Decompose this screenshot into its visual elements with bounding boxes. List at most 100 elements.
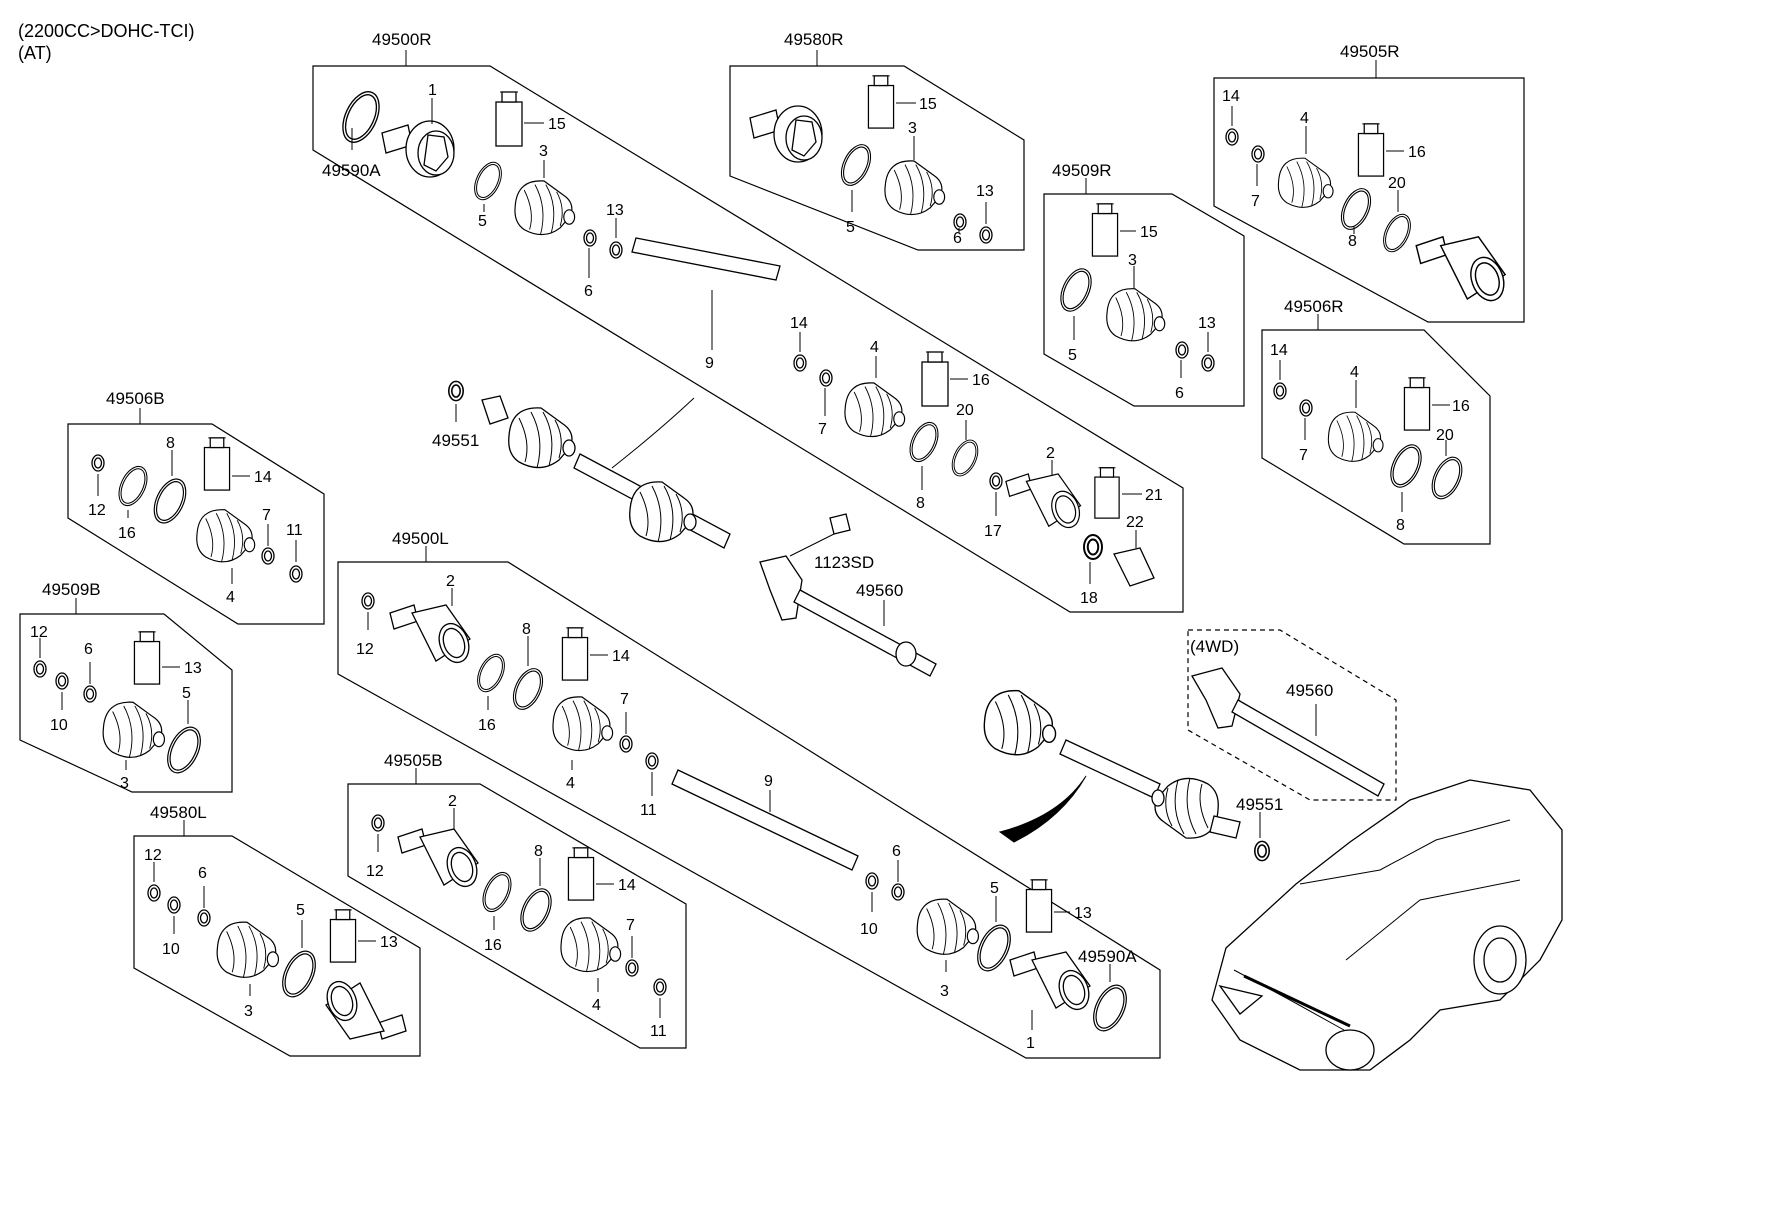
kit-49580L-frame xyxy=(133,835,421,1057)
callout-14c: 14 xyxy=(1222,88,1240,105)
grease-tube-icon xyxy=(1357,123,1385,177)
cv-boot-icon xyxy=(916,898,980,956)
grease-tube-icon xyxy=(1403,377,1431,431)
label-49580R: 49580R xyxy=(784,30,844,49)
boot-band-icon xyxy=(514,884,558,936)
clamp-ring-icon xyxy=(891,883,905,901)
snap-ring-icon xyxy=(948,436,982,480)
kit-49506R: 49506R 14 7 4 16 8 20 xyxy=(1261,297,1491,545)
clamp-ring-icon xyxy=(819,369,833,387)
boot-clamp-icon xyxy=(160,722,208,778)
kit-49509R-frame xyxy=(1043,193,1245,407)
callout-12j: 12 xyxy=(366,863,384,880)
label-49560-center: 49560 xyxy=(856,581,903,600)
label-49509B: 49509B xyxy=(42,580,101,599)
clamp-ring-icon xyxy=(55,672,69,690)
kit-49505R-frame xyxy=(1213,77,1525,323)
kit-49500R-frame xyxy=(312,65,1184,613)
label-49590A-lower: 49590A xyxy=(1078,947,1137,966)
kit-49500R: 49500R 49590A 1 15 5 3 6 13 9 14 7 4 xyxy=(312,30,1184,613)
grease-tube-icon xyxy=(1094,467,1120,519)
callout-17: 17 xyxy=(984,523,1002,540)
callout-12h: 12 xyxy=(144,847,162,864)
clamp-ring-icon xyxy=(625,959,639,977)
cv-boot-icon xyxy=(216,921,280,979)
callout-20: 20 xyxy=(956,402,974,419)
kit-49505B: 49505B 12 2 16 8 14 4 7 11 xyxy=(347,751,687,1049)
clamp-ring-icon xyxy=(953,213,967,231)
callout-3b: 3 xyxy=(908,120,917,137)
kit-49505R: 49505R 14 7 4 16 8 20 xyxy=(1213,42,1525,323)
kit-49509B-frame xyxy=(19,613,233,793)
callout-16i: 16 xyxy=(478,717,496,734)
callout-13: 13 xyxy=(606,202,624,219)
grease-tube-icon xyxy=(867,75,895,129)
callout-6h: 6 xyxy=(198,865,207,882)
callout-4e: 4 xyxy=(1350,364,1359,381)
label-1123SD: 1123SD xyxy=(814,553,874,572)
callout-22: 22 xyxy=(1126,514,1144,531)
callout-2j: 2 xyxy=(448,793,457,810)
callout-8: 8 xyxy=(916,495,925,512)
grease-tube-icon xyxy=(495,91,523,147)
callout-7: 7 xyxy=(818,421,827,438)
boot-clamp-icon xyxy=(834,140,878,190)
callout-3h: 3 xyxy=(244,1003,253,1020)
grease-tube-icon xyxy=(329,909,357,963)
callout-14f: 14 xyxy=(254,469,272,486)
callout-3g: 3 xyxy=(120,775,129,792)
boot-clamp-icon xyxy=(468,158,508,204)
clamp-ring-icon xyxy=(91,454,105,472)
callout-4c: 4 xyxy=(1300,110,1309,127)
kit-49509B: 49509B 12 10 6 13 3 5 xyxy=(19,580,233,793)
callout-3d: 3 xyxy=(1128,252,1137,269)
callout-6g: 6 xyxy=(84,641,93,658)
outer-boot-icon xyxy=(1151,777,1220,839)
clamp-ring-icon xyxy=(1225,128,1239,146)
boot-band-icon xyxy=(148,474,192,528)
callout-10g: 10 xyxy=(50,717,68,734)
callout-15: 15 xyxy=(548,116,566,133)
kit-49505B-frame xyxy=(347,783,687,1049)
callout-9i: 9 xyxy=(764,773,773,790)
snap-ring-icon xyxy=(480,868,514,916)
inner-boot-icon xyxy=(552,696,614,752)
callout-5g: 5 xyxy=(182,685,191,702)
callout-7f: 7 xyxy=(262,507,271,524)
callout-7c: 7 xyxy=(1251,193,1260,210)
label-49506R: 49506R xyxy=(1284,297,1344,316)
bearing-bracket-icon xyxy=(759,555,803,621)
axle-shaft-icon xyxy=(1059,739,1161,799)
callout-18: 18 xyxy=(1080,590,1098,607)
callout-1i: 1 xyxy=(1026,1035,1035,1052)
grease-tube-icon xyxy=(133,631,161,685)
tripod-housing-icon xyxy=(1415,236,1511,306)
callout-8i: 8 xyxy=(522,621,531,638)
grease-tube-icon xyxy=(1091,203,1119,257)
callout-10h: 10 xyxy=(162,941,180,958)
snap-ring-icon xyxy=(116,462,150,510)
clamp-ring-icon xyxy=(653,978,667,996)
callout-13d: 13 xyxy=(1198,315,1216,332)
kit-49580L: 49580L 12 10 6 3 5 13 xyxy=(133,803,421,1057)
clamp-ring-icon xyxy=(167,896,181,914)
assembled-front-left-shaft: 49551 xyxy=(983,689,1283,862)
outer-cv-joint-icon xyxy=(381,120,455,178)
kit-49580R: 49580R 15 5 3 6 13 xyxy=(729,30,1025,251)
boot-band-icon xyxy=(1384,440,1428,492)
kit-49506B-frame xyxy=(67,423,325,625)
callout-1: 1 xyxy=(428,82,437,99)
tripod-housing-icon xyxy=(1005,473,1085,533)
clamp-ring-icon xyxy=(583,229,597,247)
cv-boot-icon xyxy=(102,701,166,759)
clamp-ring-icon xyxy=(1201,354,1215,372)
callout-6i: 6 xyxy=(892,843,901,860)
tone-ring-icon xyxy=(1090,980,1130,1036)
callout-20e: 20 xyxy=(1436,427,1454,444)
label-4wd: (4WD) xyxy=(1190,637,1239,656)
callout-12f: 12 xyxy=(88,502,106,519)
callout-4i: 4 xyxy=(566,775,575,792)
callout-6d: 6 xyxy=(1175,385,1184,402)
callout-3i: 3 xyxy=(940,983,949,1000)
callout-7i: 7 xyxy=(620,691,629,708)
